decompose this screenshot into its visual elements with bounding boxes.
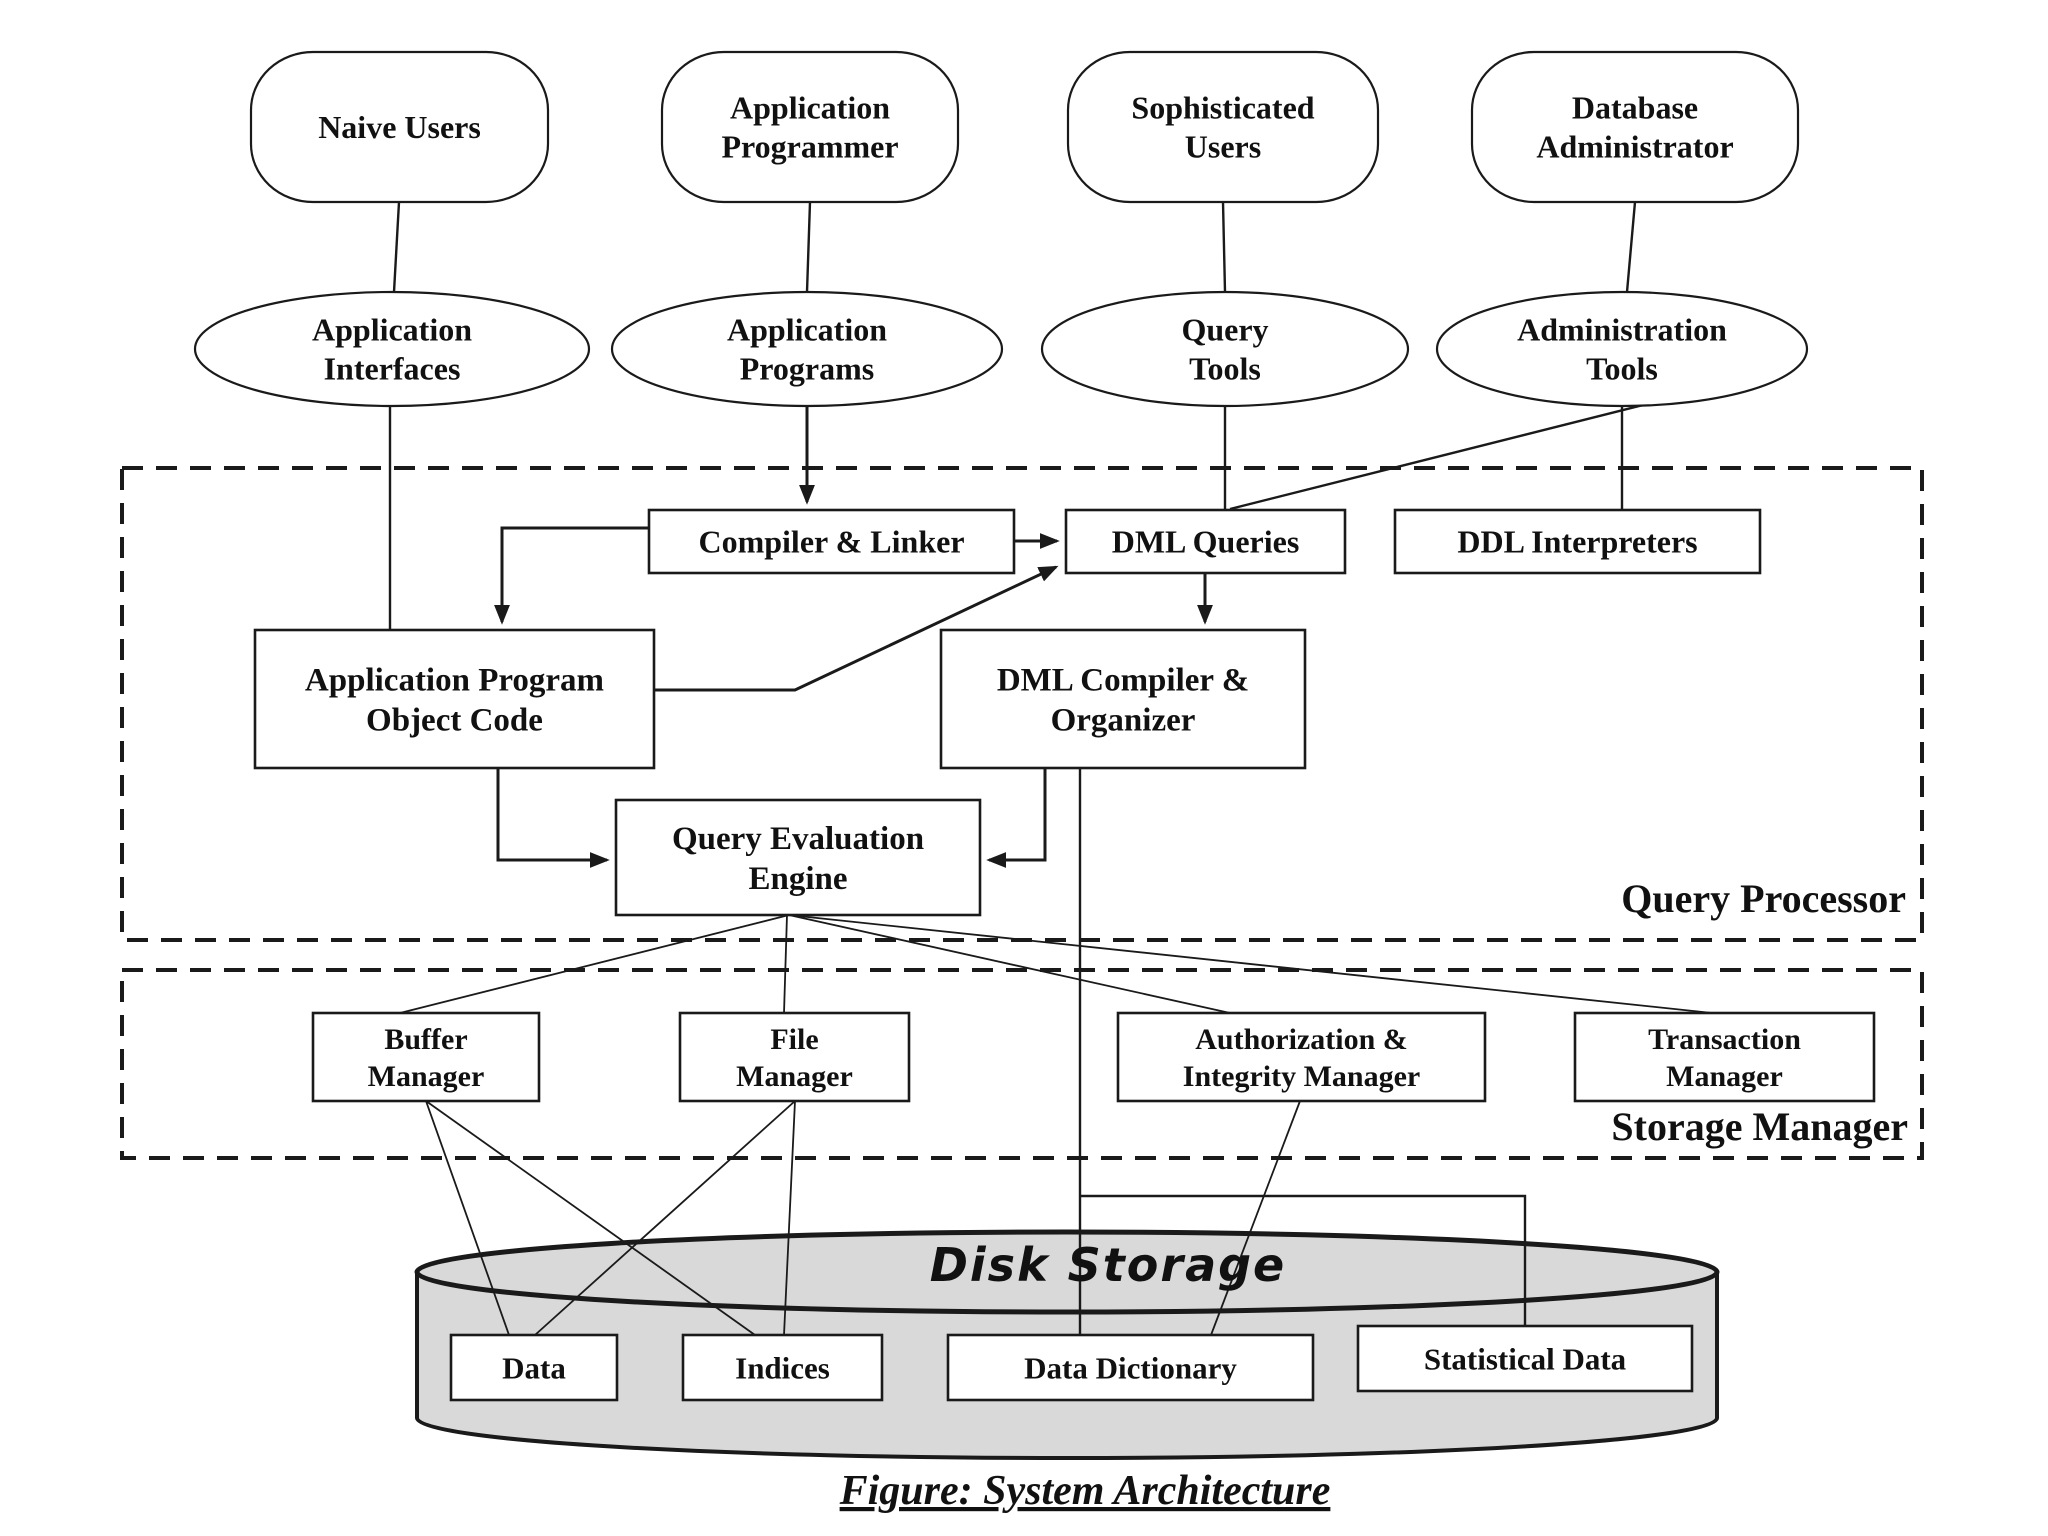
disk-storage-top-rim: [414, 1229, 1720, 1315]
node-data-dictionary: Data Dictionary: [946, 1333, 1315, 1402]
compiler-linker-label: Compiler & Linker: [698, 524, 964, 560]
edge-file-manager-to-indices: [783, 1100, 796, 1336]
edge-authorization-integrity-manager-to-data-dictionary: [1210, 1100, 1301, 1336]
node-compiler-linker: Compiler & Linker: [647, 508, 1016, 575]
edge-application-programmer-to-application-programs: [805, 201, 812, 293]
edge-query-evaluation-engine-to-file-manager: [783, 914, 788, 1014]
file-manager-shape: [678, 1011, 911, 1103]
application-programmer-shape: [660, 50, 960, 204]
edge-database-administrator-to-administration-tools: [1625, 201, 1637, 293]
node-ddl-interpreters: DDL Interpreters: [1393, 508, 1762, 575]
edge-query-evaluation-engine-to-authorization-integrity-manager: [788, 914, 1231, 1014]
edge-buffer-manager-to-data: [425, 1100, 510, 1336]
storage-manager-label: Storage Manager: [1611, 1104, 1908, 1149]
edge-dml-compiler-organizer-to-query-evaluation-engine: [986, 768, 1047, 868]
edge-application-program-object-code-to-query-evaluation-engine: [496, 768, 610, 868]
node-statistical-data: Statistical Data: [1356, 1324, 1694, 1393]
indices-label: Indices: [735, 1350, 830, 1385]
transaction-manager-shape: [1573, 1011, 1876, 1103]
edge-dml-compiler-organizer-to-statistical-data: [1080, 1194, 1527, 1326]
dml-compiler-organizer-shape: [939, 628, 1307, 770]
data-dictionary-shape: [946, 1333, 1315, 1402]
naive-users-shape: [249, 50, 550, 204]
data-shape: [449, 1333, 619, 1402]
authorization-integrity-manager-shape: [1116, 1011, 1487, 1103]
data-dictionary-label: Data Dictionary: [1024, 1350, 1237, 1385]
ddl-interpreters-label: DDL Interpreters: [1457, 524, 1697, 560]
application-programs-shape: [610, 290, 1004, 408]
statistical-data-shape: [1356, 1324, 1694, 1393]
node-dml-queries: DML Queries: [1064, 508, 1347, 575]
buffer-manager-shape: [311, 1011, 541, 1103]
figure-caption: Figure: System Architecture: [839, 1468, 1331, 1514]
sophisticated-users-shape: [1066, 50, 1380, 204]
edge-file-manager-to-data: [534, 1100, 796, 1336]
application-interfaces-shape: [193, 290, 591, 408]
node-dml-compiler-organizer: DML Compiler &Organizer: [939, 628, 1307, 770]
query-processor-label: Query Processor: [1621, 876, 1906, 921]
database-administrator-shape: [1470, 50, 1800, 204]
storage-manager-region: [120, 968, 1924, 1160]
application-program-object-code-shape: [253, 628, 656, 770]
ddl-interpreters-shape: [1393, 508, 1762, 575]
data-label: Data: [502, 1350, 566, 1385]
dml-compiler-organizer-label: DML Compiler &Organizer: [997, 663, 1249, 739]
edge-administration-tools-to-dml-queries: [1229, 398, 1664, 511]
node-authorization-integrity-manager: Authorization &Integrity Manager: [1116, 1011, 1487, 1103]
indices-shape: [681, 1333, 884, 1402]
disk-storage-label: Disk Storage: [930, 1238, 1287, 1292]
authorization-integrity-manager-label: Authorization &Integrity Manager: [1183, 1023, 1420, 1093]
compiler-linker-shape: [647, 508, 1016, 575]
edge-application-program-object-code-to-dml-queries: [654, 565, 1059, 692]
query-evaluation-engine-shape: [614, 798, 982, 917]
node-indices: Indices: [681, 1333, 884, 1402]
naive-users-label: Naive Users: [318, 109, 481, 145]
edge-query-evaluation-engine-to-buffer-manager: [399, 914, 790, 1014]
query-tools-shape: [1040, 290, 1410, 408]
edge-sophisticated-users-to-query-tools: [1221, 201, 1227, 293]
edge-buffer-manager-to-indices: [425, 1100, 756, 1336]
dml-queries-label: DML Queries: [1112, 524, 1300, 560]
node-naive-users: Naive Users: [249, 50, 550, 204]
node-data: Data: [449, 1333, 619, 1402]
statistical-data-label: Statistical Data: [1424, 1341, 1627, 1376]
dml-queries-shape: [1064, 508, 1347, 575]
edge-query-evaluation-engine-to-transaction-manager: [788, 914, 1713, 1014]
edge-naive-users-to-application-interfaces: [392, 201, 401, 293]
edge-compiler-linker-to-application-program-object-code: [494, 526, 649, 625]
administration-tools-shape: [1435, 290, 1809, 408]
